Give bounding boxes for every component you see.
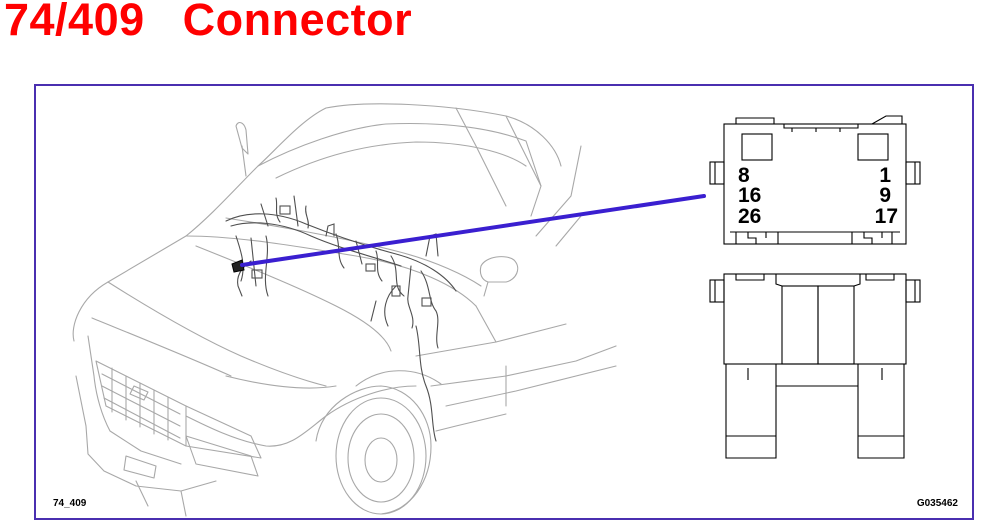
wiring-harness	[225, 195, 457, 442]
connector-front-view	[709, 115, 921, 245]
image-id-label: G035462	[916, 498, 958, 509]
pin-label-17: 17	[875, 205, 898, 228]
pin-label-9: 9	[879, 184, 891, 207]
car-illustration	[72, 103, 617, 517]
connector-side-view	[709, 273, 921, 459]
diagram-canvas: 8 1 16 9 26 17	[72, 103, 921, 517]
pin-label-26: 26	[738, 205, 761, 228]
pin-label-16: 16	[738, 184, 761, 207]
pin-label-8: 8	[738, 164, 750, 187]
component-name: Connector	[182, 0, 413, 45]
component-code: 74/409	[4, 0, 145, 45]
pin-label-1: 1	[879, 164, 891, 187]
figure-reference-label: 74_409	[53, 498, 87, 509]
diagram-frame: 8 1 16 9 26 17 74_409 G035462	[34, 84, 974, 520]
harness-connector-marker	[231, 259, 245, 273]
connector-pointer-line	[240, 194, 706, 267]
page-title: 74/409 Connector	[4, 0, 412, 46]
